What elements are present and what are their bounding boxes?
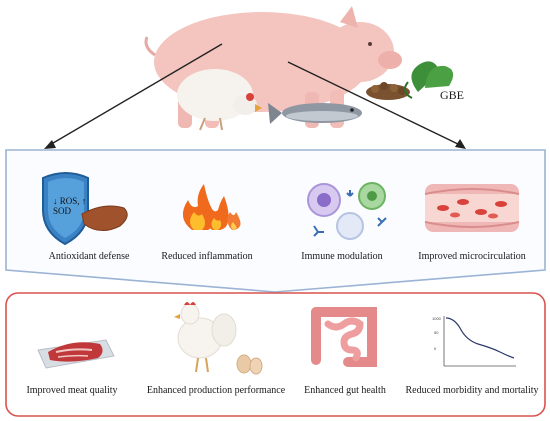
outcome-label-gut: Enhanced gut health bbox=[304, 385, 386, 396]
hen-eggs-icon bbox=[174, 302, 263, 375]
svg-text:1000: 1000 bbox=[432, 316, 442, 321]
immune-cells-icon bbox=[307, 182, 387, 240]
arrow-right bbox=[287, 61, 466, 149]
outcome-label-morbidity: Reduced morbidity and mortality bbox=[405, 385, 539, 396]
mechanism-label-antioxidant: Antioxidant defense bbox=[48, 251, 130, 262]
gbe-label: GBE bbox=[440, 88, 464, 102]
fish-icon bbox=[268, 103, 362, 124]
shield-liver-icon bbox=[42, 172, 128, 246]
mechanisms-panel-frame bbox=[5, 149, 546, 293]
feed-pellets-icon bbox=[366, 82, 410, 100]
blood-vessel-icon bbox=[424, 184, 520, 232]
outcome-label-production: Enhanced production performance bbox=[146, 385, 286, 396]
intestine-icon bbox=[311, 307, 377, 367]
svg-text:0: 0 bbox=[434, 346, 437, 351]
mechanism-label-microcirculation: Improved microcirculation bbox=[418, 251, 526, 262]
arrow-left bbox=[44, 43, 223, 149]
shield-text-line2: SOD bbox=[53, 206, 72, 216]
svg-text:50: 50 bbox=[434, 330, 439, 335]
shield-text-line1: ↓ ROS, ↑ bbox=[53, 196, 87, 206]
animals-illustration bbox=[44, 6, 466, 149]
meat-tray-icon bbox=[37, 339, 115, 369]
decline-chart-icon: 1000 50 0 bbox=[432, 316, 516, 367]
ginkgo-leaf-icon bbox=[403, 61, 454, 99]
mechanism-label-immune: Immune modulation bbox=[301, 251, 383, 262]
shield-text: ↓ ROS, ↑ SOD bbox=[53, 196, 86, 216]
mechanism-label-inflammation: Reduced inflammation bbox=[161, 251, 253, 262]
outcome-label-meat: Improved meat quality bbox=[26, 385, 118, 396]
flames-icon bbox=[182, 184, 241, 230]
chicken-icon bbox=[177, 69, 262, 131]
